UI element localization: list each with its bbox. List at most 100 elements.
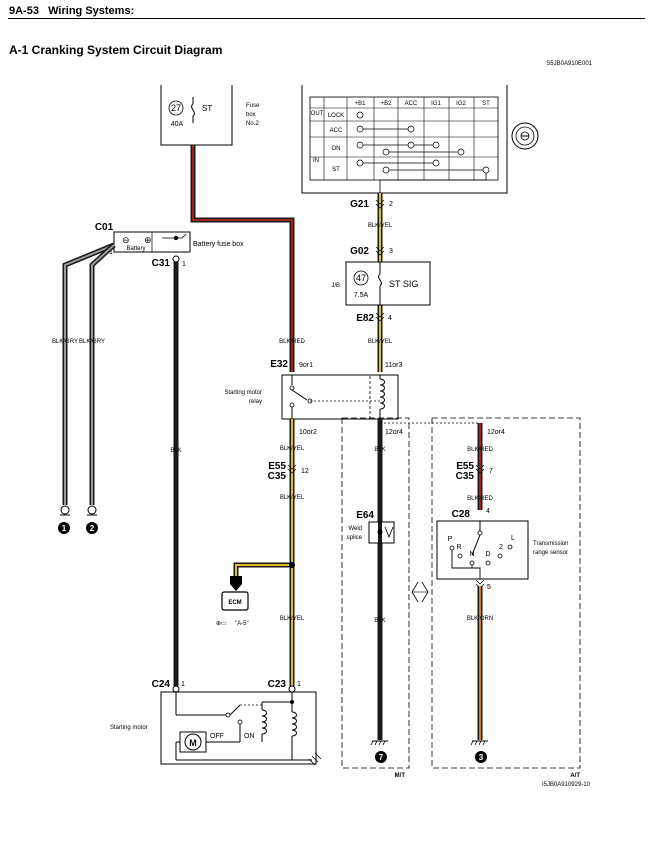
diagram-code: S5JB0A910E001 bbox=[546, 61, 592, 67]
row-acc: ACC bbox=[330, 128, 343, 134]
col-st: ST bbox=[482, 101, 490, 107]
ground-1: 1 bbox=[58, 505, 70, 534]
ground-1-number: 1 bbox=[62, 524, 67, 533]
ecm-ref: "A-5" bbox=[235, 621, 249, 627]
trs-label-2: range sensor bbox=[533, 550, 568, 556]
ecm-ref-icon: ⊕▭ bbox=[216, 621, 227, 627]
jb-fuse-name: ST SIG bbox=[389, 279, 418, 289]
relay-label-2: relay bbox=[249, 399, 262, 405]
fuse-label: ST bbox=[202, 104, 212, 113]
conn-c23-pin: 1 bbox=[297, 681, 301, 688]
wire-blk-yel-motor bbox=[233, 419, 295, 686]
jb-label: J/B bbox=[331, 283, 340, 289]
conn-e55c35-right-pin: 7 bbox=[489, 468, 493, 475]
conn-c24: C24 bbox=[152, 679, 171, 690]
row-st: ST bbox=[332, 167, 340, 173]
conn-c28: C28 bbox=[452, 509, 471, 520]
conn-g02: G02 bbox=[350, 246, 369, 257]
section-number: 9A-53 bbox=[9, 5, 39, 17]
wire-label-blk-red-at-2: BLK/RED bbox=[467, 496, 493, 502]
weld-splice-label: Weld bbox=[348, 526, 362, 532]
trs-pos-l: L bbox=[511, 535, 515, 542]
trs-pos-r: R bbox=[456, 544, 461, 551]
ground-7-number: 7 bbox=[379, 753, 384, 762]
ground-7: 7 bbox=[370, 740, 388, 763]
col-b2: +B2 bbox=[381, 101, 393, 107]
svg-text:splice: splice bbox=[347, 535, 363, 541]
relay-pin-tr: 11or3 bbox=[385, 362, 402, 369]
figure-code: I5JB0A910929-10 bbox=[542, 782, 591, 788]
svg-text:box: box bbox=[246, 112, 256, 118]
wire-label-blk-yel-4: BLK/YEL bbox=[280, 495, 305, 501]
fuse-number-circle bbox=[168, 100, 184, 116]
mt-label: M/T bbox=[395, 773, 406, 779]
conn-c24-pin: 1 bbox=[181, 681, 185, 688]
solenoid-coil-icon bbox=[261, 709, 267, 735]
transmission-range-sensor: P R N D 2 L bbox=[436, 520, 529, 580]
jb-fuse-number: 47 bbox=[356, 273, 366, 283]
relay-pin-right: 12or4 bbox=[487, 429, 505, 436]
motor-off-label: OFF bbox=[210, 733, 224, 740]
wire-label-blk-mt-2: BLK bbox=[374, 618, 385, 624]
weld-splice: Weld splice bbox=[347, 521, 395, 544]
relay-coil-icon bbox=[379, 378, 385, 410]
jb-fuse-icon bbox=[378, 273, 382, 287]
ground-2-number: 2 bbox=[90, 524, 95, 533]
ground-2: 2 bbox=[86, 505, 98, 534]
ecm-label: ECM bbox=[228, 600, 241, 606]
wire-label-blk-gry-2: BLK/GRY bbox=[79, 339, 105, 345]
trs-pos-p: P bbox=[448, 536, 453, 543]
conn-c35-left: C35 bbox=[268, 471, 287, 482]
col-b1: +B1 bbox=[355, 101, 367, 107]
conn-e82: E82 bbox=[356, 313, 374, 324]
wire-label-blk-orn: BLK/ORN bbox=[467, 616, 493, 622]
starting-motor-label: Starting motor bbox=[110, 725, 148, 731]
ignition-key-icon bbox=[511, 122, 539, 150]
col-ig1: IG1 bbox=[431, 101, 441, 107]
conn-c23: C23 bbox=[268, 679, 287, 690]
wire-blk-red-main bbox=[190, 145, 295, 372]
battery-minus-icon: ⊖ bbox=[122, 235, 130, 245]
wire-label-blk-gry-1: BLK/GRY bbox=[52, 339, 78, 345]
conn-e64: E64 bbox=[356, 510, 374, 521]
fuse-icon bbox=[191, 103, 195, 117]
fuse-number: 27 bbox=[171, 103, 181, 113]
wire-label-blk-red-at-1: BLK/RED bbox=[467, 447, 493, 453]
wire-label-blk-mt-1: BLK bbox=[374, 447, 385, 453]
conn-e55-right: E55 bbox=[456, 461, 474, 472]
battery-label: Battery bbox=[126, 246, 145, 252]
mt-region bbox=[341, 417, 410, 769]
conn-g21-pin: 2 bbox=[389, 201, 393, 208]
relay-label-1: Starting motor bbox=[224, 390, 262, 396]
starting-motor-relay bbox=[281, 374, 399, 420]
relay-pin-tl: 9or1 bbox=[299, 362, 313, 369]
conn-c35-right: C35 bbox=[456, 471, 475, 482]
at-label: A/T bbox=[570, 773, 580, 779]
out-label: OUT bbox=[311, 111, 324, 117]
fuse-box-no2: 27 40A ST Fuse box No.2 bbox=[160, 85, 260, 146]
fuse-rating: 40A bbox=[171, 121, 184, 128]
junction-block: J/B 47 7.5A ST SIG bbox=[331, 261, 431, 306]
battery-fuse-box-label: Battery fuse box bbox=[193, 241, 244, 248]
conn-g02-pin: 3 bbox=[389, 248, 393, 255]
conn-g21: G21 bbox=[350, 199, 369, 210]
trs-label-1: Transmission bbox=[533, 541, 568, 547]
section-title: Wiring Systems: bbox=[48, 5, 135, 17]
at-region bbox=[431, 417, 581, 769]
ignition-switch: +B1 +B2 ACC IG1 IG2 ST OUT IN LOCK ACC O… bbox=[301, 85, 508, 194]
wire-blk-gry-pair bbox=[62, 242, 116, 505]
ecm-arrow-icon bbox=[230, 584, 242, 591]
relay-pin-br: 12or4 bbox=[385, 429, 403, 436]
trs-pos-d: D bbox=[485, 551, 490, 558]
or-symbol-icon bbox=[411, 581, 429, 603]
conn-c01: C01 bbox=[95, 222, 114, 233]
in-label: IN bbox=[313, 158, 319, 164]
conn-c28-pin-b: 5 bbox=[487, 584, 491, 591]
conn-e82-pin: 4 bbox=[388, 315, 392, 322]
relay-pin-bl: 10or2 bbox=[299, 429, 317, 436]
conn-c01-pin: 1 bbox=[109, 249, 113, 256]
conn-c31-pin: 1 bbox=[182, 261, 186, 268]
fuse-box-name: Fuse bbox=[246, 103, 260, 109]
motor-label: M bbox=[189, 738, 197, 748]
